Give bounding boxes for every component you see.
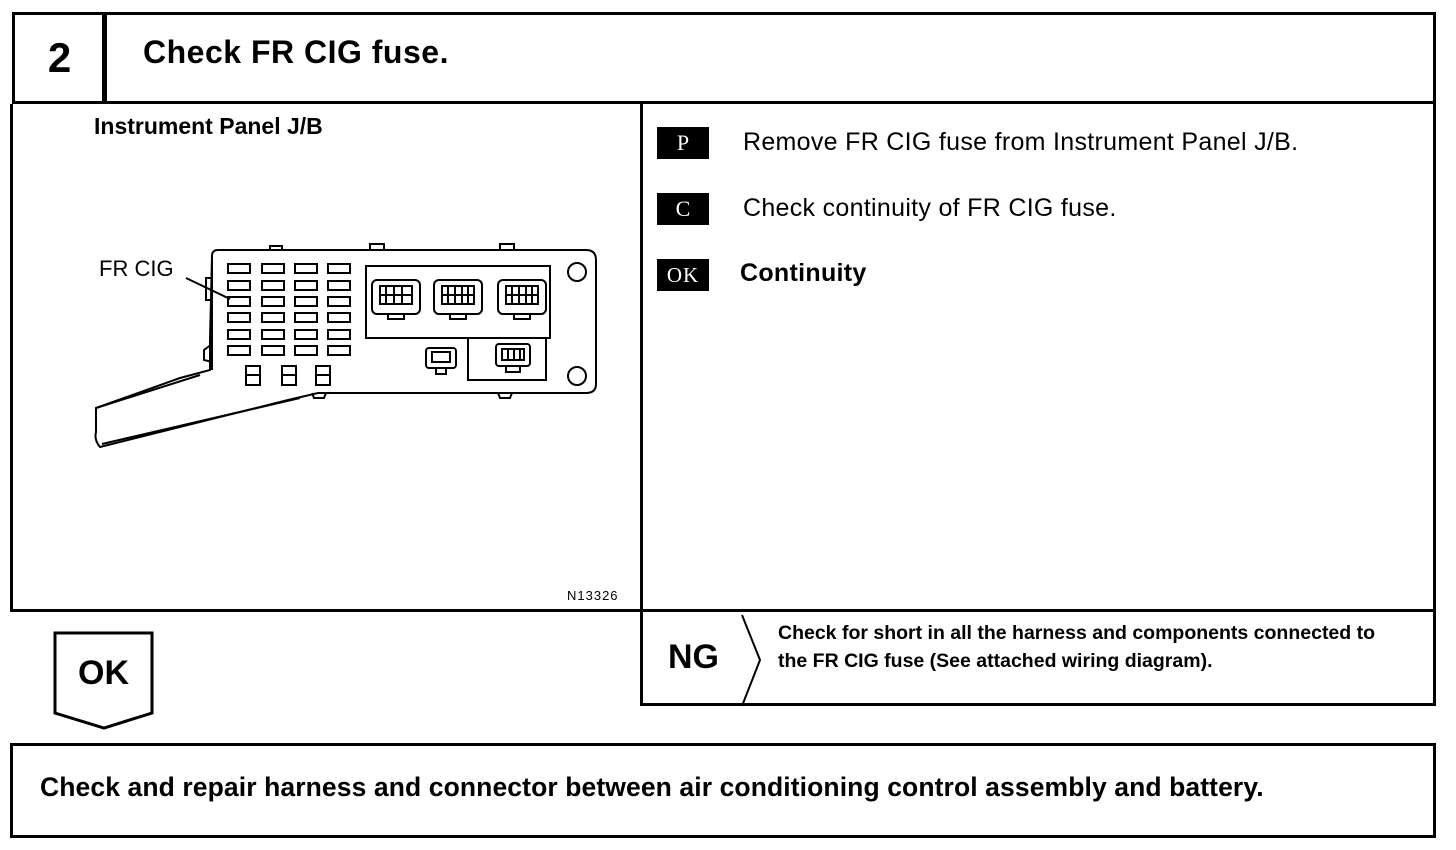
check-badge: C	[657, 193, 709, 225]
result-text: Check and repair harness and connector b…	[40, 772, 1264, 802]
step-number: 2	[47, 34, 72, 81]
ok-criterion-text: Continuity	[740, 259, 867, 287]
mount-hole-top	[567, 262, 587, 282]
connector-area-upper	[365, 265, 551, 339]
check-text: Check continuity of FR CIG fuse.	[743, 194, 1117, 222]
ng-arrow-divider	[741, 614, 762, 707]
junction-block-outline	[94, 249, 597, 449]
procedure-badge: P	[657, 127, 709, 159]
connector-5	[495, 343, 531, 373]
connector-3	[497, 279, 547, 320]
step-number-box	[12, 12, 107, 104]
connector-2	[433, 279, 483, 320]
ok-criterion-badge: OK	[657, 259, 709, 291]
procedure-text: Remove FR CIG fuse from Instrument Panel…	[743, 128, 1299, 156]
connector-1	[371, 279, 421, 320]
connector-4	[425, 347, 457, 375]
panel-divider	[640, 104, 643, 612]
result-box	[10, 743, 1436, 838]
ng-branch-box	[640, 612, 1436, 706]
ng-action-text: Check for short in all the harness and c…	[778, 622, 1376, 672]
ok-label: OK	[78, 654, 129, 692]
fuse-callout-label: FR CIG	[99, 256, 174, 281]
mount-hole-bottom	[567, 366, 587, 386]
fr-cig-fuse-slot	[227, 296, 251, 307]
main-panel	[10, 104, 1436, 612]
diagram-title: Instrument Panel J/B	[94, 113, 323, 139]
connector-area-lower	[467, 337, 547, 381]
fuse-callout-line	[185, 277, 231, 300]
fuse-grid	[227, 263, 351, 386]
step-title: Check FR CIG fuse.	[143, 34, 449, 70]
figure-code: N13326	[567, 588, 619, 603]
ok-arrow-box	[53, 631, 154, 730]
ng-label: NG	[668, 638, 719, 676]
